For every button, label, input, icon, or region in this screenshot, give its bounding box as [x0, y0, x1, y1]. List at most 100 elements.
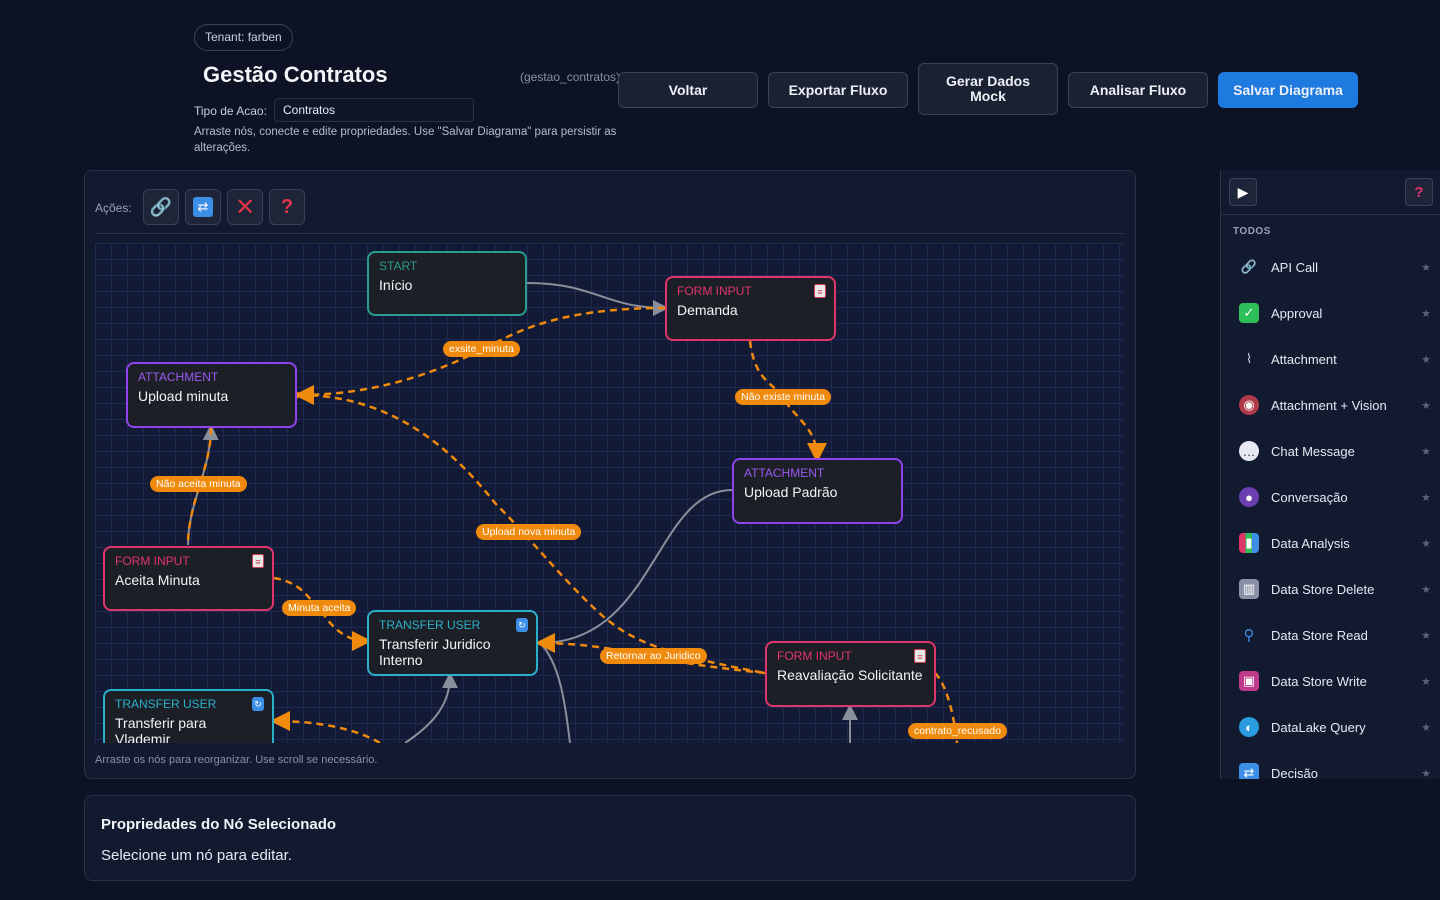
eye-icon: ◉ [1239, 395, 1259, 415]
palette-item-attachment[interactable]: ⌇ Attachment ★ [1221, 336, 1440, 382]
palette-item-label: Data Store Read [1271, 627, 1368, 643]
tipo-acao-input[interactable] [274, 98, 474, 122]
salvar-diagrama-button[interactable]: Salvar Diagrama [1218, 72, 1358, 108]
edge-retornar-juridico [535, 633, 766, 675]
node-demanda[interactable]: FORM INPUT Demanda ≡ [665, 276, 836, 341]
star-icon[interactable]: ★ [1421, 767, 1431, 780]
palette-item-approval[interactable]: ✓ Approval ★ [1221, 290, 1440, 336]
star-icon[interactable]: ★ [1421, 721, 1431, 734]
palette-item-label: DataLake Query [1271, 719, 1366, 735]
chat-icon: ● [1239, 487, 1259, 507]
form-icon: ≡ [914, 649, 926, 663]
edge-inicio-demanda [526, 282, 669, 316]
node-inicio[interactable]: START Início [367, 251, 527, 316]
flow-slug: (gestao_contratos) [520, 70, 621, 84]
trash-icon: ▥ [1239, 579, 1259, 599]
palette-item-label: Attachment + Vision [1271, 397, 1387, 413]
node-upload-padrao[interactable]: ATTACHMENT Upload Padrão [732, 458, 903, 524]
form-icon: ≡ [814, 284, 826, 298]
star-icon[interactable]: ★ [1421, 399, 1431, 412]
palette-item-data-store-write[interactable]: ▣ Data Store Write ★ [1221, 658, 1440, 704]
palette-item-label: Decisão [1271, 765, 1318, 780]
actions-label: Ações: [95, 201, 132, 215]
palette-item-api-call[interactable]: 🔗 API Call ★ [1221, 244, 1440, 290]
paperclip-icon: ⌇ [1245, 351, 1253, 366]
palette-item-label: Data Analysis [1271, 535, 1350, 551]
edge-to-vlademir [270, 711, 381, 743]
star-icon[interactable]: ★ [1421, 353, 1431, 366]
star-icon[interactable]: ★ [1421, 307, 1431, 320]
node-type: START [379, 259, 418, 273]
edge-label-nao-existe-minuta[interactable]: Não existe minuta [735, 389, 832, 405]
exportar-fluxo-button[interactable]: Exportar Fluxo [768, 72, 908, 108]
transfer-icon: ↻ [252, 697, 264, 711]
edge-label-upload-nova-minuta[interactable]: Upload nova minuta [476, 524, 582, 540]
magnifier-icon: ⚲ [1243, 627, 1255, 644]
edges-layer [186, 282, 959, 743]
node-upload-minuta[interactable]: ATTACHMENT Upload minuta [126, 362, 297, 428]
help-icon: ? [280, 195, 294, 218]
edge-aceita-juridico [273, 576, 372, 651]
node-label: Reavaliação Solicitante [777, 667, 923, 683]
gerar-dados-mock-button[interactable]: Gerar Dados Mock [918, 63, 1058, 115]
palette-item-label: API Call [1271, 259, 1318, 275]
connect-action-button[interactable]: 🔗 [143, 189, 179, 225]
edge-upload-nova-minuta [283, 384, 766, 675]
node-transferir-vlademir[interactable]: TRANSFER USER Transferir para Vlademir ↻ [103, 689, 274, 743]
chart-icon: ▮ [1239, 533, 1259, 553]
star-icon[interactable]: ★ [1421, 583, 1431, 596]
star-icon[interactable]: ★ [1421, 261, 1431, 274]
edge-label-minuta-aceita[interactable]: Minuta aceita [282, 600, 357, 616]
palette-item-data-analysis[interactable]: ▮ Data Analysis ★ [1221, 520, 1440, 566]
floppy-icon: ▣ [1239, 671, 1259, 691]
delete-action-button[interactable]: ✕ [227, 189, 263, 225]
check-icon: ✓ [1239, 303, 1259, 323]
star-icon[interactable]: ★ [1421, 445, 1431, 458]
palette-item-label: Approval [1271, 305, 1323, 321]
properties-title: Propriedades do Nó Selecionado [101, 816, 337, 833]
edge-label-retornar-juridico[interactable]: Retornar ao Juridico [600, 648, 707, 664]
node-palette-sidebar: ▶ ? TODOS 🔗 API Call ★ ✓ Approval ★ ⌇ At… [1220, 170, 1440, 779]
help-icon: ? [1414, 183, 1424, 201]
properties-empty-message: Selecione um nó para editar. [101, 847, 292, 864]
canvas-footer-hint: Arraste os nós para reorganizar. Use scr… [95, 754, 378, 766]
sidebar-help-button[interactable]: ? [1405, 178, 1433, 206]
edge-demanda-upload-padrao [748, 340, 827, 463]
palette-item-attachment-vision[interactable]: ◉ Attachment + Vision ★ [1221, 382, 1440, 428]
node-label: Upload minuta [138, 388, 229, 404]
shuffle-action-button[interactable]: ⇄ [185, 189, 221, 225]
edge-label-contrato-recusado[interactable]: contrato_recusado [908, 723, 1007, 739]
palette-item-datalake-query[interactable]: ◐ DataLake Query ★ [1221, 704, 1440, 750]
palette-item-data-store-read[interactable]: ⚲ Data Store Read ★ [1221, 612, 1440, 658]
palette-item-conversacao[interactable]: ● Conversação ★ [1221, 474, 1440, 520]
node-reavaliacao[interactable]: FORM INPUT Reavaliação Solicitante ≡ [765, 641, 936, 707]
edge-upload-padrao-juridico [536, 489, 733, 651]
edge-label-exsite-minuta[interactable]: exsite_minuta [443, 341, 520, 357]
run-button[interactable]: ▶ [1229, 178, 1257, 206]
star-icon[interactable]: ★ [1421, 537, 1431, 550]
node-transferir-juridico[interactable]: TRANSFER USER Transferir Juridico Intern… [367, 610, 538, 676]
page-title: Gestão Contratos [203, 62, 388, 87]
palette-item-decisao[interactable]: ⇄ Decisão ★ [1221, 750, 1440, 779]
star-icon[interactable]: ★ [1421, 675, 1431, 688]
palette-item-data-store-delete[interactable]: ▥ Data Store Delete ★ [1221, 566, 1440, 612]
edge-label-nao-aceita-minuta[interactable]: Não aceita minuta [150, 476, 247, 492]
star-icon[interactable]: ★ [1421, 491, 1431, 504]
node-aceita-minuta[interactable]: FORM INPUT Aceita Minuta ≡ [103, 546, 274, 611]
help-action-button[interactable]: ? [269, 189, 305, 225]
node-label: Início [379, 277, 413, 293]
star-icon[interactable]: ★ [1421, 629, 1431, 642]
analisar-fluxo-button[interactable]: Analisar Fluxo [1068, 72, 1208, 108]
palette-list: 🔗 API Call ★ ✓ Approval ★ ⌇ Attachment ★… [1221, 244, 1440, 779]
node-label: Transferir para Vlademir [115, 715, 207, 743]
flow-canvas[interactable]: START Início FORM INPUT Demanda ≡ ATTACH… [95, 243, 1125, 743]
edge-demanda-upload-minuta [294, 306, 666, 405]
edge-juridico-down [539, 642, 571, 743]
voltar-button[interactable]: Voltar [618, 72, 758, 108]
palette-item-label: Chat Message [1271, 443, 1355, 459]
link-icon: 🔗 [149, 196, 173, 217]
node-type: TRANSFER USER [379, 618, 481, 632]
palette-item-chat-message[interactable]: … Chat Message ★ [1221, 428, 1440, 474]
palette-category: TODOS [1233, 226, 1271, 237]
tipo-acao-label: Tipo de Acao: [194, 104, 267, 118]
